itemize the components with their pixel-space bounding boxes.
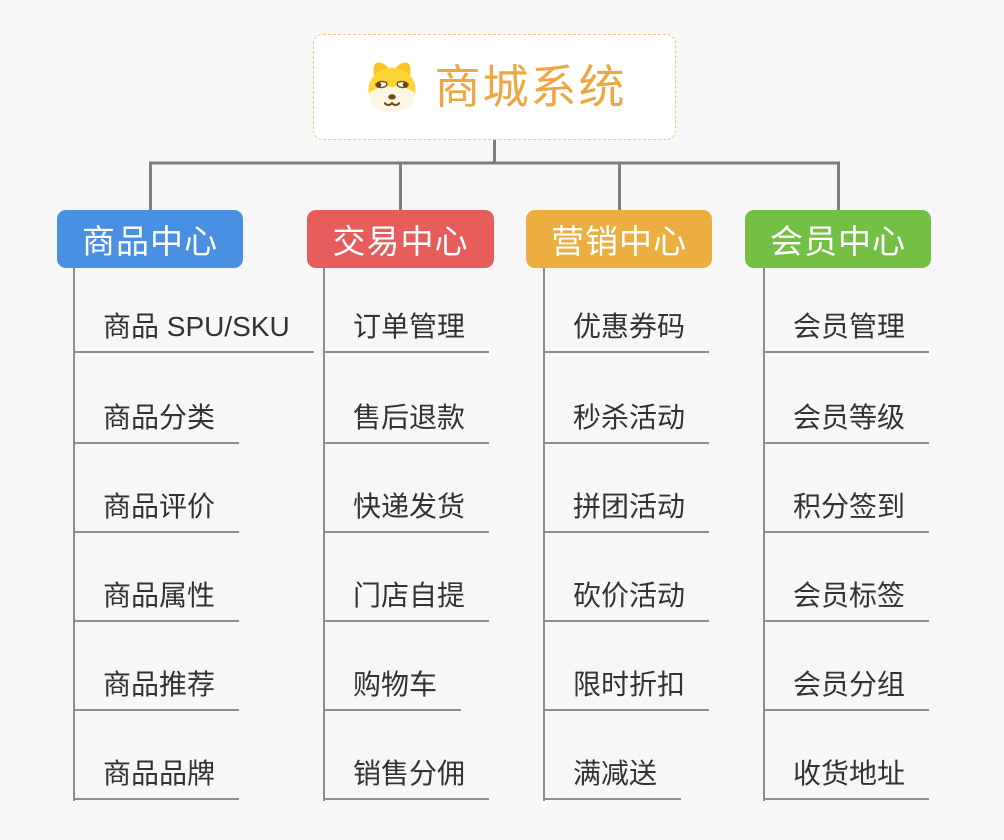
child-node[interactable]: 门店自提 [323, 578, 490, 622]
child-node[interactable]: 商品评价 [73, 489, 240, 533]
child-node[interactable]: 商品品牌 [73, 756, 240, 800]
child-node[interactable]: 积分签到 [763, 489, 930, 533]
child-node[interactable]: 拼团活动 [543, 489, 710, 533]
child-node[interactable]: 订单管理 [323, 309, 490, 353]
branch-trunk-line [543, 268, 545, 801]
child-node[interactable]: 收货地址 [763, 756, 930, 800]
child-node[interactable]: 秒杀活动 [543, 400, 710, 444]
shiba-dog-icon [363, 60, 421, 114]
branch-label: 会员中心 [770, 223, 906, 260]
branch-children-member-center: 会员管理 会员等级 积分签到 会员标签 会员分组 收货地址 [763, 268, 1003, 813]
child-node[interactable]: 商品分类 [73, 400, 240, 444]
branch-trunk-line [73, 268, 75, 801]
branch-trunk-line [323, 268, 325, 801]
child-node[interactable]: 会员管理 [763, 309, 930, 353]
root-title: 商城系统 [434, 61, 627, 113]
child-node[interactable]: 满减送 [543, 756, 682, 800]
child-node[interactable]: 砍价活动 [543, 578, 710, 622]
branch-children-marketing-center: 优惠券码 秒杀活动 拼团活动 砍价活动 限时折扣 满减送 [543, 268, 783, 813]
child-node[interactable]: 销售分佣 [323, 756, 490, 800]
branch-box-marketing-center[interactable]: 营销中心 [526, 210, 712, 268]
root-node[interactable]: 商城系统 [313, 34, 676, 140]
child-node[interactable]: 会员标签 [763, 578, 930, 622]
child-node[interactable]: 优惠券码 [543, 309, 710, 353]
child-node[interactable]: 商品属性 [73, 578, 240, 622]
branch-box-trade-center[interactable]: 交易中心 [307, 210, 494, 268]
connector-group [149, 140, 840, 211]
child-node[interactable]: 会员等级 [763, 400, 930, 444]
shiba-eyes [374, 80, 409, 89]
child-node[interactable]: 限时折扣 [543, 667, 710, 711]
branch-box-member-center[interactable]: 会员中心 [745, 210, 931, 268]
branch-label: 营销中心 [551, 223, 687, 260]
child-node[interactable]: 商品 SPU/SKU [73, 309, 314, 353]
child-node[interactable]: 商品推荐 [73, 667, 240, 711]
child-node[interactable]: 售后退款 [323, 400, 490, 444]
branch-label: 商品中心 [82, 223, 218, 260]
child-node[interactable]: 会员分组 [763, 667, 930, 711]
branch-label: 交易中心 [332, 223, 469, 260]
child-node[interactable]: 快递发货 [323, 489, 490, 533]
branch-children-trade-center: 订单管理 售后退款 快递发货 门店自提 购物车 销售分佣 [323, 268, 563, 813]
child-node[interactable]: 购物车 [323, 667, 462, 711]
branch-children-product-center: 商品 SPU/SKU 商品分类 商品评价 商品属性 商品推荐 商品品牌 [73, 268, 314, 813]
branch-trunk-line [763, 268, 765, 801]
branch-box-product-center[interactable]: 商品中心 [57, 210, 243, 268]
